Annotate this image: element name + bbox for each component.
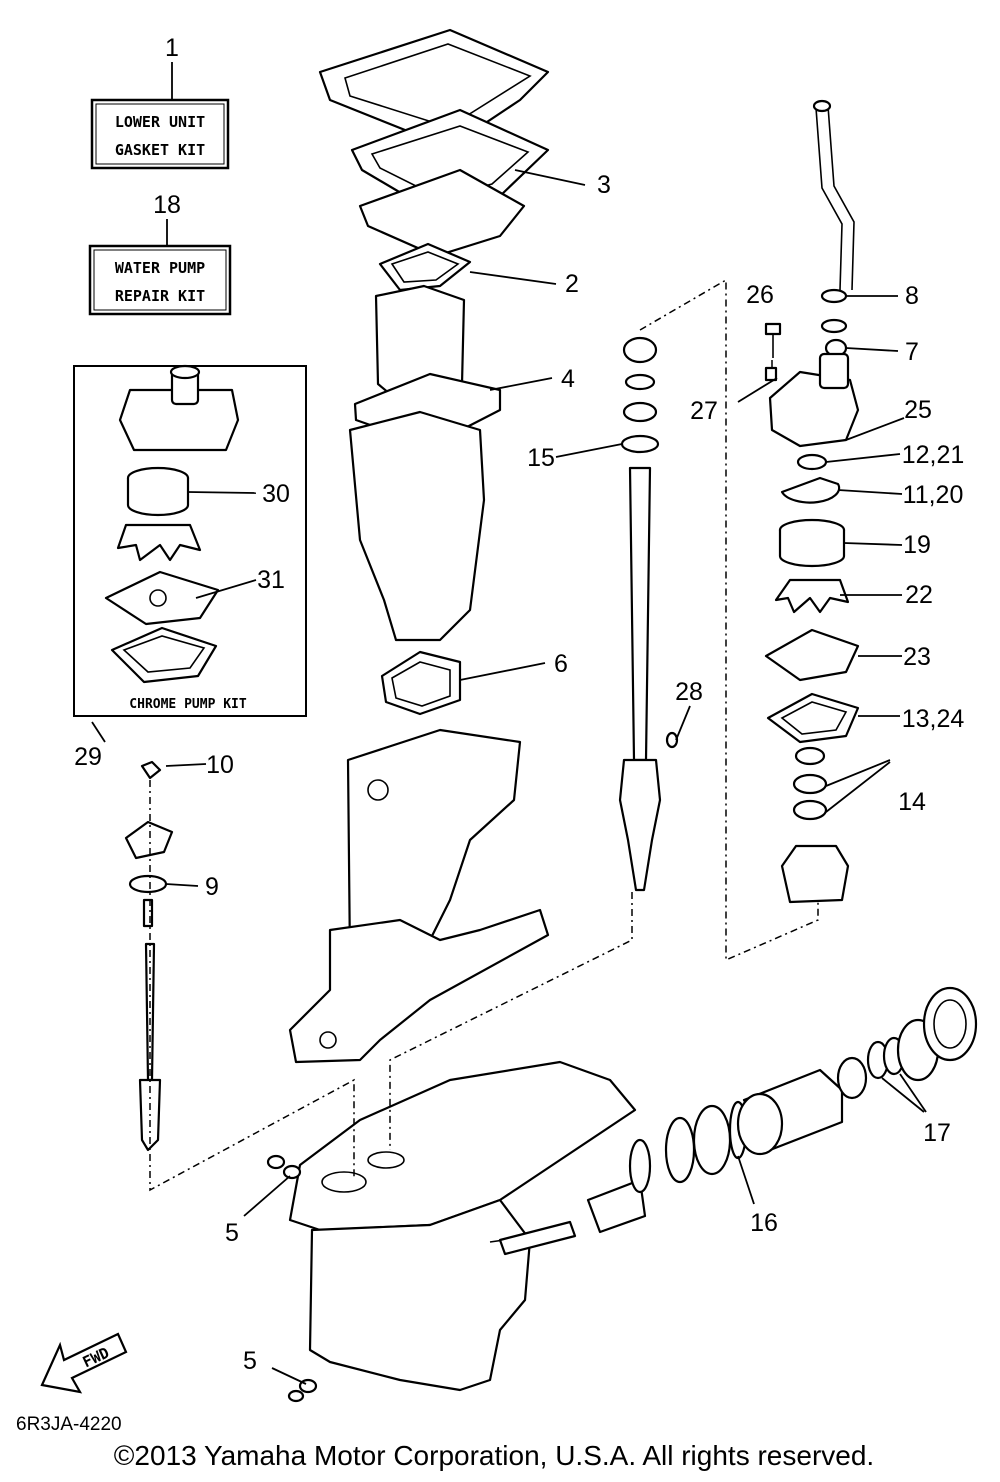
callout-16: 16 <box>750 1209 778 1237</box>
callout-29: 29 <box>74 743 102 771</box>
callout-2: 2 <box>565 270 579 298</box>
diagram-code: 6R3JA-4220 <box>16 1414 122 1435</box>
callout-12-21: 12,21 <box>902 441 965 469</box>
upper-casing-stack <box>288 28 550 1064</box>
leader-lines <box>165 169 927 1385</box>
callout-3: 3 <box>597 171 611 199</box>
callout-14: 14 <box>898 788 926 816</box>
callout-22: 22 <box>905 581 933 609</box>
callout-9: 9 <box>205 873 219 901</box>
callout-8: 8 <box>905 282 919 310</box>
fwd-arrow-icon: FWD <box>40 1332 128 1394</box>
callout-18: 18 <box>153 191 181 219</box>
callout-numbers: 2 3 4 5 5 6 7 8 9 10 11,20 12,21 13,24 1… <box>205 171 964 1375</box>
callout-25: 25 <box>904 396 932 424</box>
callout-13-24: 13,24 <box>902 705 965 733</box>
callout-5-lower: 5 <box>243 1347 257 1375</box>
copyright-notice: ©2013 Yamaha Motor Corporation, U.S.A. A… <box>114 1440 874 1471</box>
water-pump-kit-label: 18 WATER PUMP REPAIR KIT <box>88 191 232 316</box>
callout-10: 10 <box>206 751 234 779</box>
impeller-icon <box>116 523 202 562</box>
drive-shaft-assembly <box>618 336 679 892</box>
callout-23: 23 <box>903 643 931 671</box>
callout-11-20: 11,20 <box>903 481 964 509</box>
callout-5-upper: 5 <box>225 1219 239 1247</box>
gasket-kit-line2: GASKET KIT <box>115 141 205 159</box>
gasket-kit-label: 1 LOWER UNIT GASKET KIT <box>90 34 230 170</box>
callout-17: 17 <box>923 1119 951 1147</box>
shift-rod-assembly <box>124 760 174 1152</box>
callout-19: 19 <box>903 531 931 559</box>
chrome-pump-kit-box: CHROME PUMP KIT <box>73 364 307 717</box>
water-pump-kit-line1: WATER PUMP <box>115 259 205 277</box>
gear-housing-components <box>586 986 978 1234</box>
chrome-pump-kit-caption: CHROME PUMP KIT <box>129 697 247 712</box>
gear-case <box>288 1060 637 1392</box>
callout-27: 27 <box>690 397 718 425</box>
drain-screws <box>266 1154 318 1403</box>
callout-26: 26 <box>746 281 774 309</box>
gasket-kit-line1: LOWER UNIT <box>115 113 205 131</box>
callout-4: 4 <box>561 365 575 393</box>
water-pump-kit-line2: REPAIR KIT <box>115 287 205 305</box>
callout-28: 28 <box>675 678 703 706</box>
callout-1: 1 <box>165 34 179 62</box>
water-pump-stack <box>764 99 860 904</box>
callout-7: 7 <box>905 338 919 366</box>
callout-15: 15 <box>527 444 555 472</box>
callout-6: 6 <box>554 650 568 678</box>
callout-31: 31 <box>257 566 285 594</box>
callout-30: 30 <box>262 480 290 508</box>
